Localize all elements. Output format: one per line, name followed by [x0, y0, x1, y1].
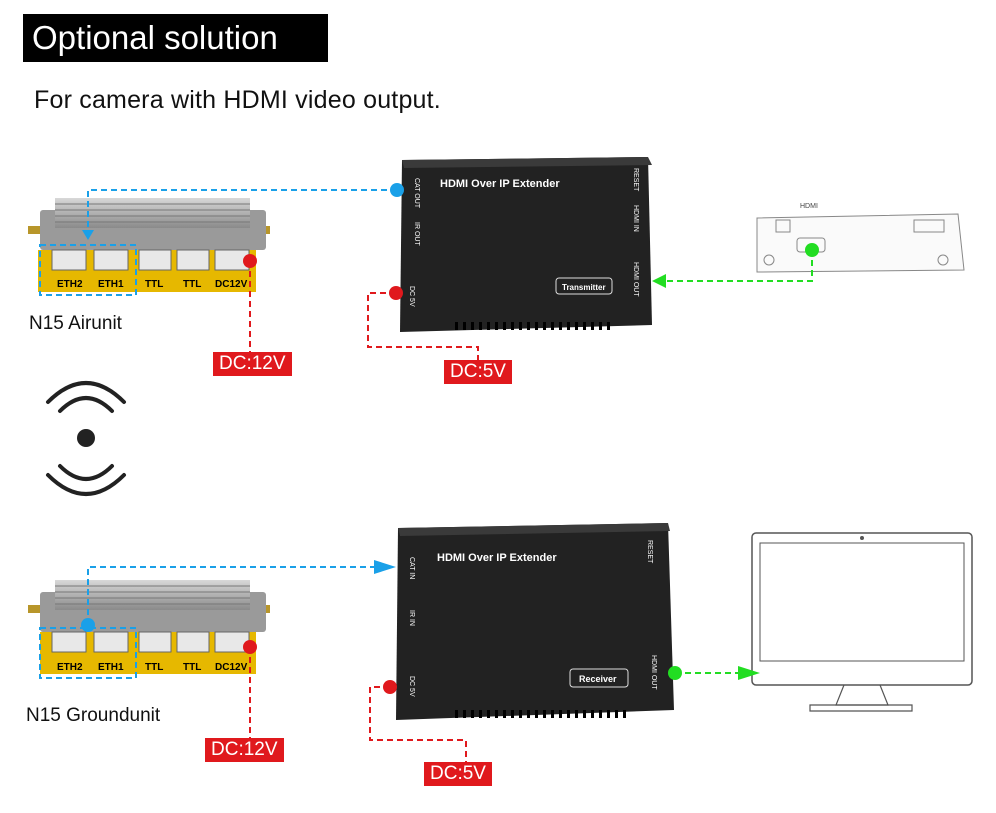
page-subtitle: For camera with HDMI video output. [34, 86, 441, 114]
transmitter-device [400, 157, 652, 332]
receiver-brand: HDMI Over IP Extender [437, 552, 557, 564]
receiver-device [396, 523, 674, 720]
transmitter-brand: HDMI Over IP Extender [440, 178, 560, 190]
camera-icon [756, 213, 965, 273]
monitor-icon [751, 532, 973, 712]
receiver-port-reset: RESET [646, 540, 653, 564]
receiver-badge: Receiver [579, 674, 617, 684]
video-arrow-transmitter [652, 274, 666, 288]
power-links [249, 261, 479, 762]
transmitter-cat-port-marker [390, 183, 404, 197]
network-arrow-ground [374, 560, 396, 574]
groundunit-eth-port-marker [81, 618, 95, 632]
receiver-port-ir: IR IN [408, 610, 415, 626]
transmitter-port-reset: RESET [632, 168, 639, 192]
groundunit-label: N15 Groundunit [26, 705, 161, 726]
transmitter-power-badge: DC:5V [444, 360, 512, 384]
video-links [664, 250, 813, 674]
airunit-label: N15 Airunit [29, 313, 122, 334]
receiver-port-cat: CAT IN [408, 557, 415, 579]
groundunit-port-eth2: ETH2 [57, 662, 83, 673]
groundunit-power-badge: DC:12V [205, 738, 284, 762]
airunit-port-ttl2: TTL [183, 279, 201, 290]
receiver-port-hdmi-out: HDMI OUT [650, 655, 657, 690]
airunit-dc-port-marker [243, 254, 257, 268]
receiver-dc-port-marker [383, 680, 397, 694]
camera-hdmi-label: HDMI [800, 203, 818, 210]
receiver-port-dc: DC 5V [408, 676, 415, 697]
airunit-port-eth1: ETH1 [98, 279, 124, 290]
airunit-port-ttl1: TTL [145, 279, 163, 290]
camera-hdmi-port-marker [805, 243, 819, 257]
groundunit-device [28, 580, 270, 674]
transmitter-port-dc: DC 5V [408, 286, 415, 307]
airunit-device [28, 198, 270, 292]
network-arrow-air [82, 230, 94, 240]
video-arrow-monitor [738, 666, 760, 680]
groundunit-port-dc12v: DC12V [215, 662, 248, 673]
transmitter-port-ir: IR OUT [413, 222, 420, 246]
groundunit-port-ttl2: TTL [183, 662, 201, 673]
transmitter-badge: Transmitter [562, 283, 606, 292]
transmitter-port-cat: CAT OUT [413, 178, 420, 209]
groundunit-eth-highlight [39, 627, 137, 679]
groundunit-port-ttl1: TTL [145, 662, 163, 673]
page-title: Optional solution [23, 14, 328, 62]
transmitter-dc-port-marker [389, 286, 403, 300]
transmitter-port-hdmi-in: HDMI IN [632, 205, 639, 232]
network-link-air [87, 189, 397, 232]
airunit-power-badge: DC:12V [213, 352, 292, 376]
network-link-ground [87, 566, 378, 625]
receiver-power-badge: DC:5V [424, 762, 492, 786]
receiver-hdmi-port-marker [668, 666, 682, 680]
airunit-eth-highlight [39, 244, 137, 296]
transmitter-port-hdmi-out: HDMI OUT [632, 262, 639, 297]
wireless-signal-icon [46, 381, 126, 496]
groundunit-port-eth1: ETH1 [98, 662, 124, 673]
airunit-port-eth2: ETH2 [57, 279, 83, 290]
airunit-port-dc12v: DC12V [215, 279, 248, 290]
groundunit-dc-port-marker [243, 640, 257, 654]
